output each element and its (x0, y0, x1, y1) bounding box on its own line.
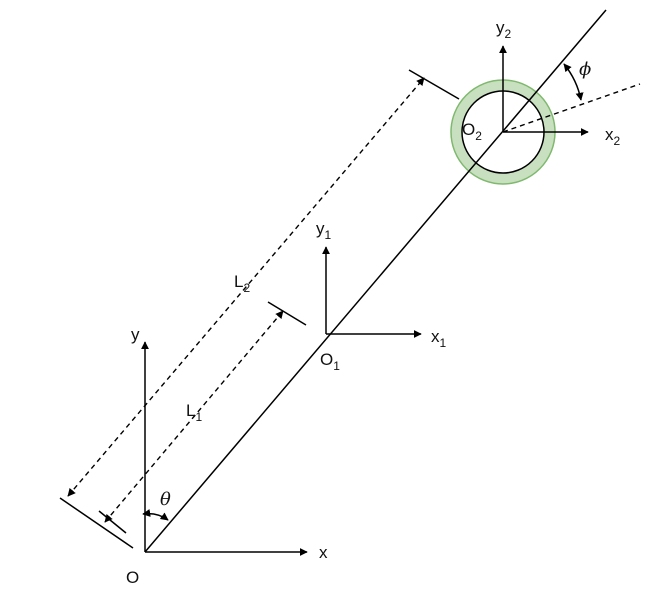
theta-arc (142, 509, 169, 521)
l1-tick-end (267, 301, 307, 326)
origin-label: O (126, 568, 139, 587)
x-label: x (319, 543, 328, 562)
y-label: y (131, 325, 140, 344)
theta-label: θ (160, 489, 171, 510)
y2-label: y2 (496, 18, 512, 41)
l1-dimension-line (104, 310, 284, 523)
x2-label: x2 (605, 125, 621, 148)
y1-label: y1 (316, 219, 332, 242)
l2-tick-end (408, 69, 460, 100)
x1-label: x1 (431, 327, 447, 350)
phi-reference-line (502, 83, 641, 133)
l2-tick-start (59, 497, 134, 549)
o1-label: O1 (320, 350, 340, 373)
l1-tick-start (98, 510, 127, 534)
phi-label: ϕ (579, 59, 591, 80)
main-rod (144, 9, 607, 553)
o2-label: O2 (462, 120, 482, 143)
phi-arc (563, 63, 584, 101)
l2-label: L2 (234, 272, 250, 295)
l1-label: L1 (186, 401, 202, 424)
